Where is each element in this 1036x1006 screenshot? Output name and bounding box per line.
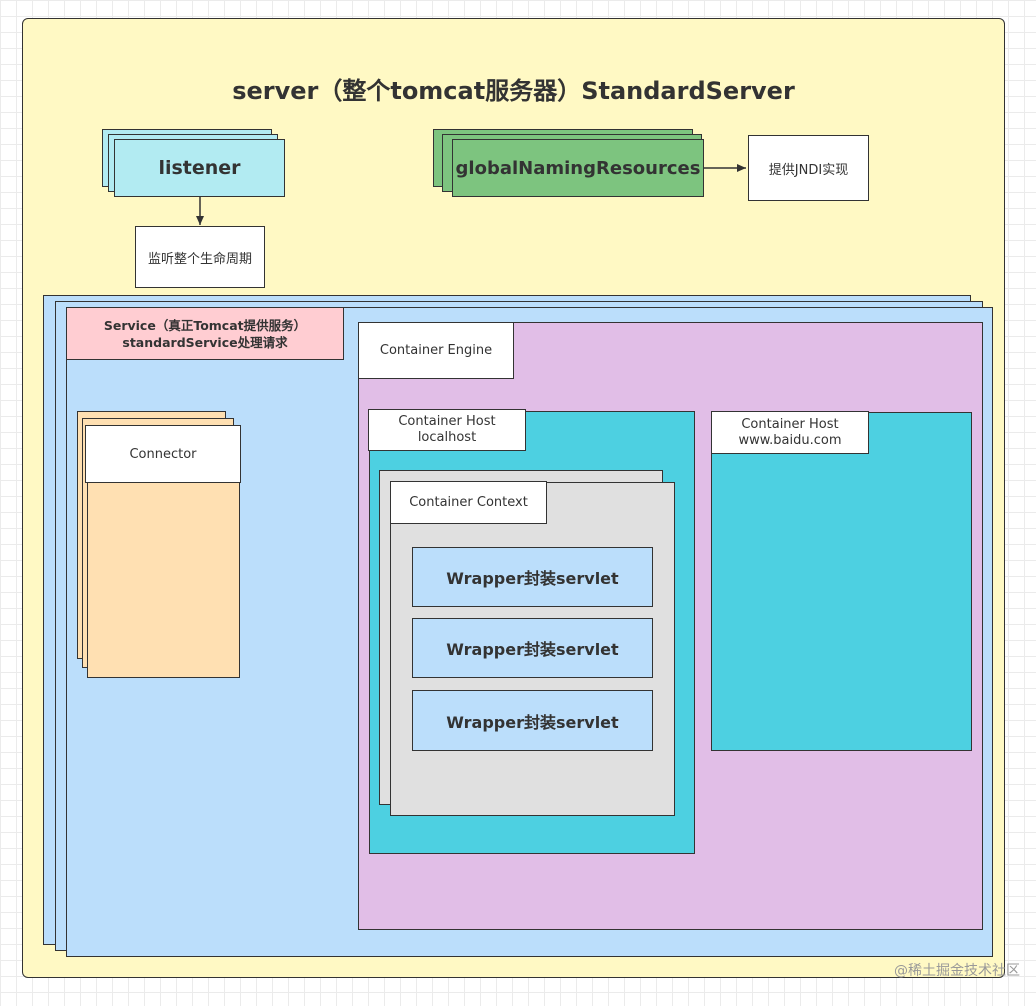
listener-box: listener	[114, 139, 285, 197]
wrapper-box-2: Wrapper封装servlet	[412, 618, 653, 678]
host-baidu-line1: Container Host	[741, 416, 839, 432]
watermark: @稀土掘金技术社区	[894, 963, 1020, 979]
naming-note: 提供JNDI实现	[748, 135, 869, 201]
host-localhost-line1: Container Host	[398, 414, 496, 429]
host-baidu-line2: www.baidu.com	[738, 432, 842, 448]
host-localhost-line2: localhost	[417, 430, 477, 445]
server-title: server（整个tomcat服务器）StandardServer	[232, 76, 795, 105]
wrapper-box-1: Wrapper封装servlet	[412, 547, 653, 607]
naming-box: globalNamingResources	[452, 139, 704, 197]
host-localhost-label: Container Host localhost	[368, 409, 526, 451]
host-baidu-label: Container Host www.baidu.com	[711, 411, 869, 454]
host-baidu-box	[711, 412, 972, 751]
service-label-line1: Service（真正Tomcat提供服务）	[103, 317, 307, 333]
context-label: Container Context	[390, 481, 547, 524]
service-label: Service（真正Tomcat提供服务） standardService处理请…	[66, 307, 344, 360]
connector-label: Connector	[85, 425, 241, 483]
engine-label: Container Engine	[358, 322, 514, 379]
wrapper-box-3: Wrapper封装servlet	[412, 690, 653, 751]
service-label-line2: standardService处理请求	[122, 334, 288, 350]
listener-note: 监听整个生命周期	[135, 226, 265, 288]
